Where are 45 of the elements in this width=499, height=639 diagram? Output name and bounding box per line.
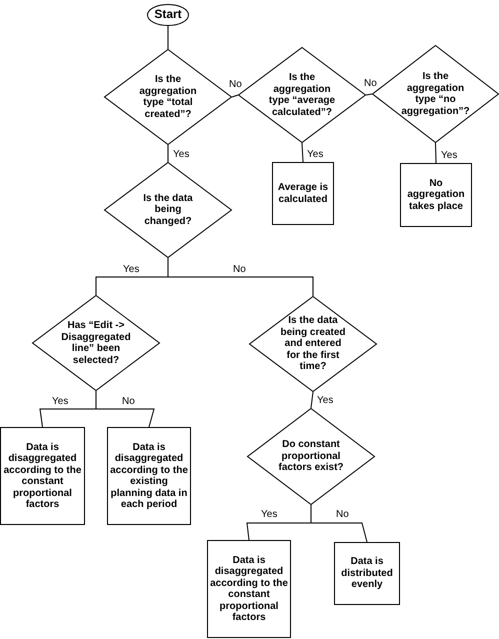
process-text: No aggregation takes place (406, 178, 466, 212)
process-box (107, 427, 191, 525)
edge-label: Yes (122, 264, 140, 275)
connector-line (232, 94, 238, 98)
start-terminator (147, 4, 189, 26)
edge-label: No (335, 509, 350, 520)
edge-label: No (228, 79, 243, 90)
decision-question: Is the data being created and entered for the first time? (279, 315, 347, 373)
connector-line (96, 390, 155, 428)
process-text: Data is disaggregated according to the constant proportional factors (209, 554, 289, 624)
connector-line (310, 392, 314, 408)
connector-line (168, 258, 314, 296)
edge-label: No (121, 396, 136, 407)
process-text: Data is disaggregated according to the existing planning data in each period (109, 442, 189, 510)
decision-question: Is the aggregation type “no aggregation”? (400, 71, 471, 117)
edge-label: Yes (172, 149, 190, 160)
decision-diamond (249, 296, 377, 392)
process-box (207, 540, 291, 638)
edge-label: Yes (316, 395, 334, 406)
connector-line (366, 94, 372, 96)
edge-label: Yes (306, 149, 324, 160)
connector-line (302, 142, 304, 162)
edge-label: No (363, 78, 378, 89)
edge-label: Yes (440, 150, 458, 161)
decision-question: Is the data being changed? (142, 192, 194, 228)
process-text: Data is distributed evenly (340, 556, 394, 591)
decision-diamond (32, 295, 160, 391)
start-label: Start (153, 9, 183, 21)
decision-diamond (247, 408, 375, 505)
process-text: Data is disaggregated according to the constant proportional factors (2, 442, 82, 510)
decision-diamond (104, 162, 232, 258)
decision-question: Is the aggregation type “total created”? (138, 74, 198, 120)
process-box (0, 427, 85, 525)
process-box (400, 163, 472, 227)
connector-line (310, 504, 368, 542)
edge-label: Yes (51, 396, 70, 407)
process-text: Average is calculated (276, 182, 330, 205)
decision-question: Is the aggregation type “average calculated”? (268, 72, 336, 118)
process-box (272, 162, 334, 225)
decision-question: Do constant proportional factors exist? (277, 439, 345, 474)
edge-label: Yes (260, 509, 278, 520)
connector-line (435, 142, 436, 164)
edge-label: No (232, 264, 247, 275)
decision-question: Has “Edit -> Disaggregated line” been selected? (60, 320, 132, 366)
process-box (334, 542, 400, 605)
